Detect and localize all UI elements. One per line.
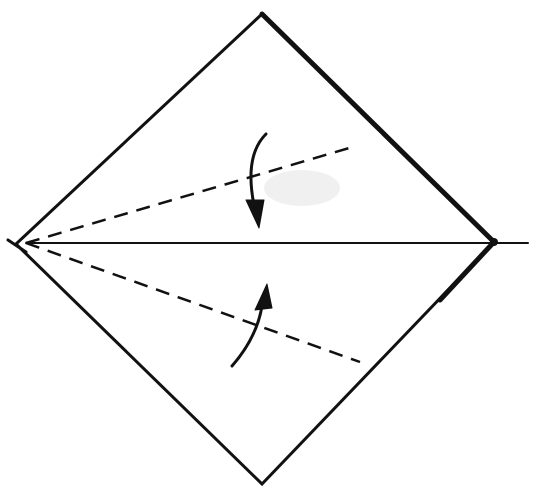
lower-right-edge (437, 239, 497, 303)
left-corner-tick (6, 238, 28, 254)
upper-valley-fold-line (25, 144, 357, 245)
fold-up-arrow-icon (230, 283, 273, 368)
fold-down-arrow-icon (245, 132, 268, 229)
diamond-outline (13, 11, 497, 487)
upper-right-edge (259, 11, 497, 245)
paper-smudge (264, 170, 340, 206)
right-corner-dot (490, 238, 498, 246)
lower-valley-fold-line (25, 241, 361, 364)
